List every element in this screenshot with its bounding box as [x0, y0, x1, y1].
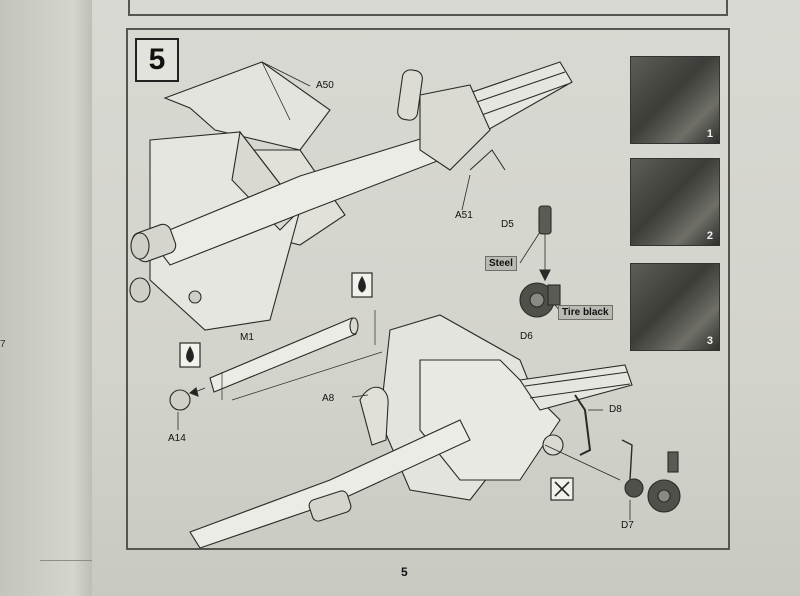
part-d5	[538, 205, 552, 235]
reference-photo-2: 2	[630, 158, 720, 246]
part-label-d8: D8	[609, 404, 622, 415]
part-label-d6: D6	[520, 331, 533, 342]
lower-carriage	[419, 359, 561, 481]
lower-muzzle	[308, 490, 352, 522]
step-frame	[126, 28, 730, 550]
photo-label: 3	[706, 335, 713, 347]
part-a8	[359, 386, 389, 446]
part-label-m1: M1	[240, 332, 254, 343]
part-a14	[169, 389, 191, 411]
photo-label: 1	[706, 128, 713, 140]
part-label-a51: A51	[455, 210, 473, 221]
photo-label: 2	[706, 230, 713, 242]
reference-photo-3: 3	[630, 263, 720, 351]
upper-hub	[129, 277, 151, 303]
paint-callout-steel: Steel	[485, 256, 517, 271]
part-label-d5: D5	[501, 219, 514, 230]
step-number: 5	[135, 38, 179, 82]
part-label-a8: A8	[322, 393, 335, 404]
reference-photo-1: 1	[630, 56, 720, 144]
paint-callout-tire-black: Tire black	[558, 305, 613, 320]
part-label-a50: A50	[316, 80, 334, 91]
left-page: 7	[0, 0, 93, 596]
part-label-a14: A14	[168, 433, 186, 444]
previous-step-frame	[128, 0, 728, 16]
left-page-fragment: 7	[0, 339, 6, 350]
lower-trail	[519, 364, 633, 411]
upper-muzzle-end	[130, 232, 150, 260]
part-m1	[209, 317, 357, 393]
page-number: 5	[401, 565, 408, 579]
part-d8	[574, 394, 592, 456]
upper-breech	[397, 69, 423, 121]
part-label-d7: D7	[621, 520, 634, 531]
lower-barrel	[189, 419, 471, 549]
